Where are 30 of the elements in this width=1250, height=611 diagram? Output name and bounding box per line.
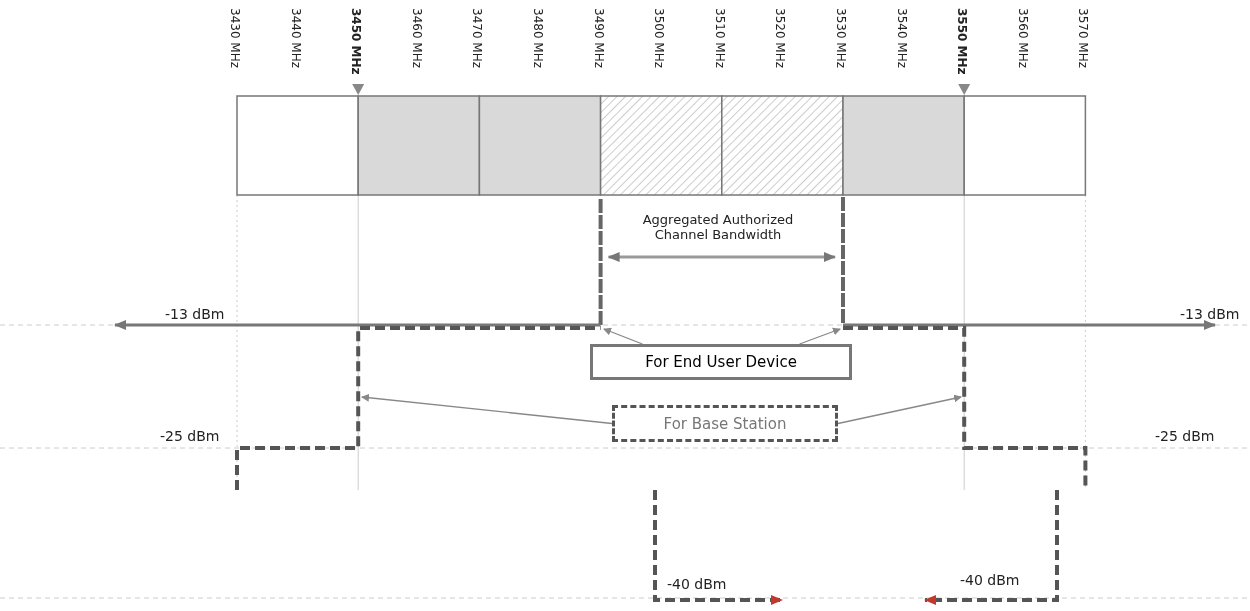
frequency-label: 3570 MHz <box>1076 8 1091 69</box>
frequency-label: 3530 MHz <box>834 8 848 69</box>
power-level-label: -13 dBm <box>1180 306 1240 322</box>
emission-mask-line <box>598 195 845 327</box>
leader-line <box>361 393 613 425</box>
frequency-label: 3500 MHz <box>652 8 667 69</box>
frequency-label: 3540 MHz <box>894 8 909 69</box>
power-level-label: -25 dBm <box>1155 428 1215 444</box>
frequency-label: 3550 MHz <box>955 8 970 75</box>
frequency-label: 3510 MHz <box>712 8 727 69</box>
device-label-box: For End User Device <box>590 344 852 380</box>
frequency-label: 3560 MHz <box>1015 8 1030 69</box>
frequency-label: 3440 MHz <box>288 8 303 69</box>
frequency-label: 3450 MHz <box>349 8 364 75</box>
frequency-label: 3490 MHz <box>591 8 606 69</box>
frequency-label: 3460 MHz <box>409 8 424 69</box>
power-level-label: -25 dBm <box>160 428 220 444</box>
station-label-box: For Base Station <box>612 405 838 442</box>
power-level-label: -13 dBm <box>165 306 225 322</box>
bandwidth-label: Aggregated Authorized Channel Bandwidth <box>641 212 795 242</box>
power-level-label: -40 dBm <box>960 572 1020 588</box>
frequency-label: 3520 MHz <box>773 8 788 69</box>
emission-mask-line <box>235 326 601 490</box>
leader-line <box>603 327 644 345</box>
power-level-label: -40 dBm <box>667 576 727 592</box>
frequency-label: 3430 MHz <box>228 8 242 69</box>
frequency-label: 3470 MHz <box>470 8 485 69</box>
frequency-label: 3480 MHz <box>531 8 545 69</box>
leader-line <box>837 394 962 425</box>
leader-line <box>798 327 841 345</box>
